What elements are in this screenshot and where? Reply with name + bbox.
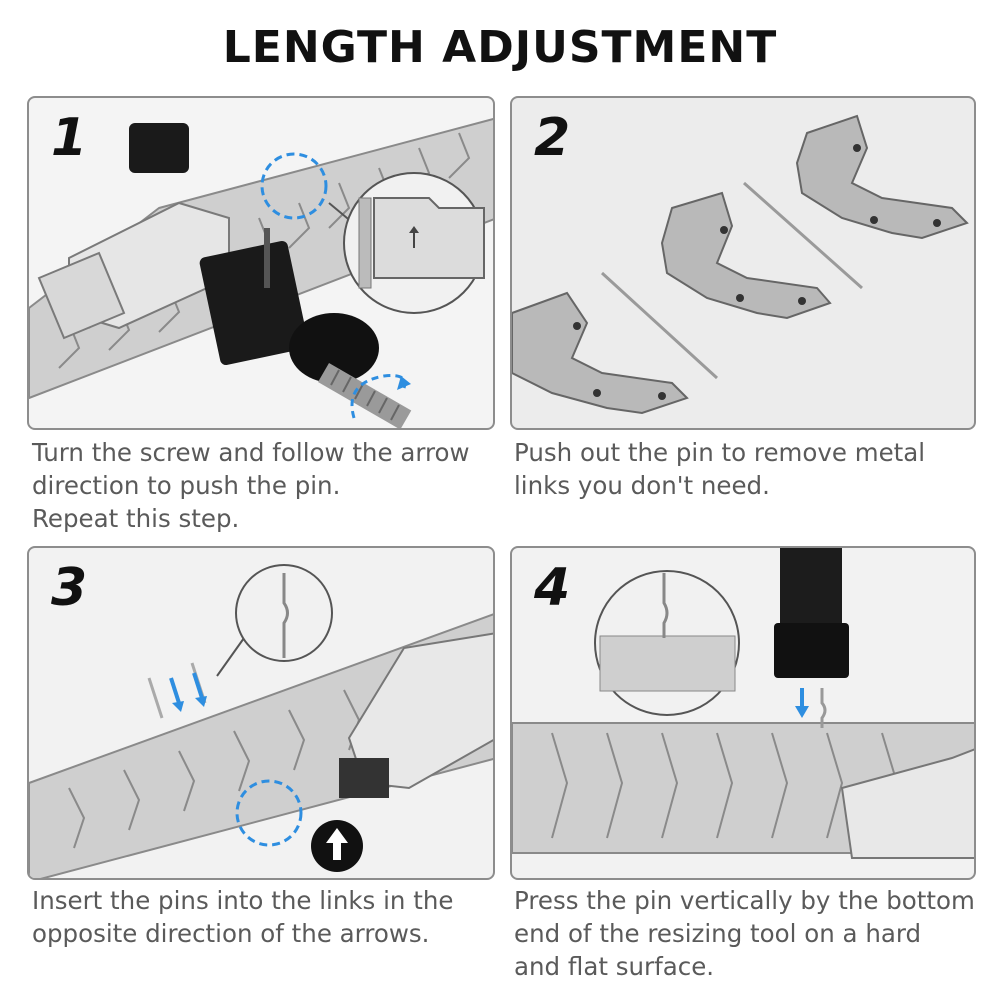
step-1-panel: 1 (27, 96, 495, 430)
step-3-number: 3 (51, 558, 88, 618)
step-3-illustration (29, 564, 493, 878)
step-4-panel: 4 (510, 546, 976, 880)
rotate-arrow-icon (350, 374, 407, 419)
step-3-panel: 3 (27, 546, 495, 880)
pin (820, 688, 827, 728)
pin (600, 271, 719, 380)
down-arrow-icon (192, 672, 204, 699)
down-arrow-icon (169, 677, 181, 704)
step-4-number: 4 (534, 558, 571, 618)
caption-line: Repeat this step. (32, 504, 240, 533)
caption-line: Press the pin vertically by the bottom (514, 886, 975, 915)
clasp (339, 632, 493, 798)
highlight-circle (260, 152, 328, 220)
step-4-illustration (512, 548, 974, 859)
step-2-illustration (512, 114, 969, 415)
step-4-caption: Press the pin vertically by the bottom e… (514, 884, 984, 983)
caption-line: Push out the pin to remove metal (514, 438, 926, 467)
zoom-inset (594, 570, 740, 716)
caption-line: links you don't need. (514, 471, 770, 500)
step-1-illustration (29, 118, 493, 428)
clasp (840, 748, 974, 859)
step-1-caption: Turn the screw and follow the arrow dire… (32, 436, 502, 535)
step-1-number: 1 (51, 108, 88, 168)
page-title: LENGTH ADJUSTMENT (222, 22, 778, 73)
caption-line: and flat surface. (514, 952, 715, 981)
caption-line: Turn the screw and follow the arrow (32, 438, 470, 467)
caption-line: end of the resizing tool on a hard (514, 919, 922, 948)
highlight-circle (235, 779, 303, 847)
metal-link (795, 114, 969, 240)
zoom-inset (235, 564, 333, 662)
caption-line: Insert the pins into the links in the (32, 886, 454, 915)
step-2-number: 2 (534, 108, 571, 168)
zoom-inset (343, 172, 485, 314)
step-3-caption: Insert the pins into the links in the op… (32, 884, 502, 950)
metal-link (512, 291, 689, 415)
pin (743, 181, 863, 290)
pin (147, 677, 164, 719)
step-2-caption: Push out the pin to remove metal links y… (514, 436, 984, 502)
metal-link (660, 191, 832, 320)
caption-line: direction to push the pin. (32, 471, 341, 500)
caption-line: opposite direction of the arrows. (32, 919, 430, 948)
pin-tool (129, 123, 412, 428)
step-2-panel: 2 (510, 96, 976, 430)
resizing-tool (774, 548, 849, 678)
